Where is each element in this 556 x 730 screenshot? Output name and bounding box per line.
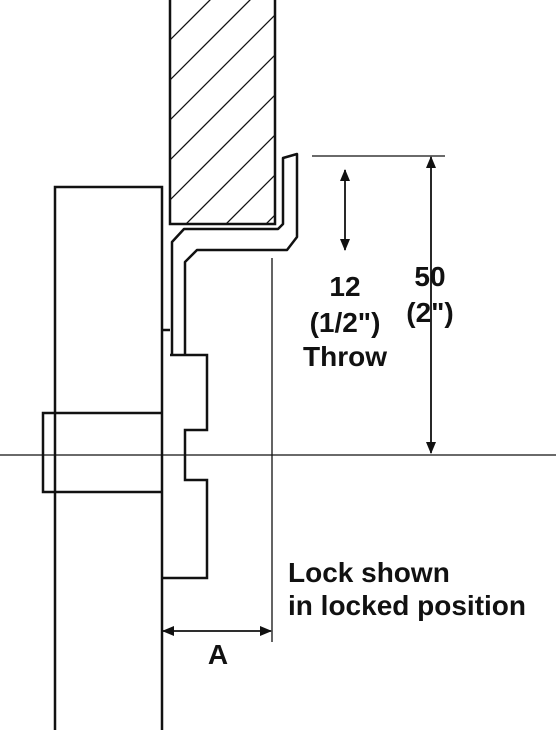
- throw-word-label: Throw: [303, 341, 387, 372]
- hatch-pattern: [170, 0, 275, 224]
- strike-frame: [168, 0, 277, 226]
- height-imperial-label: (2"): [406, 297, 454, 328]
- throw-imperial-label: (1/2"): [310, 307, 381, 338]
- extension-lines: [271, 155, 445, 642]
- height-value-label: 50: [414, 261, 445, 292]
- door-stile: [53, 185, 164, 730]
- cylinder-housing: [41, 411, 162, 494]
- lock-body: [162, 328, 209, 580]
- lock-caption-line2: in locked position: [288, 590, 526, 621]
- dimension-a-label: A: [208, 639, 228, 670]
- hook-bolt: [170, 152, 299, 355]
- lock-caption-line1: Lock shown: [288, 557, 450, 588]
- throw-value-label: 12: [329, 271, 360, 302]
